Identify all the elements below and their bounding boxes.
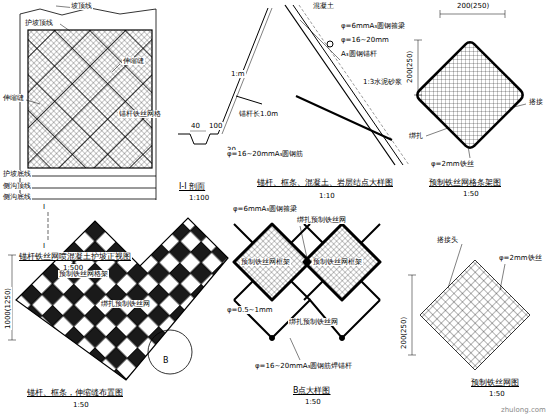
annotation-label: φ=16~20mmA₃圆钢筋焊锚杆 [254, 362, 353, 370]
annotation-label: 1:100 [188, 194, 210, 202]
annotation-label: 绑扎预制铁丝网 [288, 318, 339, 326]
annotation-label: 1:50 [488, 390, 506, 398]
node-detail [285, 5, 409, 165]
layout-plan [8, 218, 228, 380]
annotation-label: I [42, 203, 46, 211]
annotation-label: 1:50 [72, 401, 90, 409]
annotation-label: φ=16~20mmA₃圆钢筋 [226, 150, 304, 158]
view-title: 预制铁丝网格条架图 [428, 178, 502, 187]
annotation-label: 1000(1250) [4, 287, 12, 330]
annotation-label: 1:m [230, 70, 246, 78]
wire-mesh [408, 244, 530, 370]
annotation-label: 绑扎预制铁丝网 [296, 216, 347, 224]
annotation-label: 1:50 [304, 398, 322, 406]
annotation-label: 1:3水泥砂浆 [362, 78, 403, 86]
annotation-label: 1:50 [462, 190, 480, 198]
annotation-label: 预制铁丝网格架 [58, 270, 109, 278]
annotation-label: 绑扎预制铁丝网 [100, 300, 151, 308]
annotation-label: 1:10 [318, 192, 336, 200]
mesh-frame [414, 10, 526, 158]
annotation-label: 预制铁丝网框架 [240, 258, 291, 266]
annotation-label: 搭接 [528, 98, 544, 106]
view-title: 锚杆、框条，伸缩缝布置图 [26, 388, 124, 397]
annotation-label: φ=0.5~1mm [226, 306, 274, 314]
section-view [178, 8, 272, 144]
annotation-label: φ=16~20mm [340, 36, 390, 44]
annotation-label: φ=6mmA₃圆钢箍梁 [232, 205, 298, 213]
annotation-label: 护坡底线 [2, 170, 32, 178]
annotation-label: 200(250) [400, 316, 408, 350]
annotation-label: 混凝土 [312, 2, 335, 10]
annotation-label: 40 [190, 122, 201, 130]
view-title: 预制铁丝网图 [470, 378, 520, 387]
view-title: 锚杆、框条、混凝土、岩层结点大样图 [256, 178, 394, 187]
annotation-label: 伸缩缝 [2, 94, 25, 102]
annotation-label: φ=2mm铁丝 [498, 254, 543, 262]
view-title: I-I 剖面 [178, 182, 206, 191]
annotation-label: 预制铁丝网框架 [312, 258, 363, 266]
annotation-label: 坡顶线 [70, 2, 93, 10]
annotation-label: 侧沟底线 [2, 193, 32, 201]
annotation-label: 侧沟顶线 [2, 182, 32, 190]
annotation-label: zhulong.com [500, 406, 547, 414]
annotation-label: I [42, 242, 46, 250]
annotation-label: 护坡顶线 [24, 19, 54, 27]
annotation-label: 伸缩缝 [122, 57, 145, 65]
annotation-label: 锚杆铁丝网格 [118, 110, 162, 118]
annotation-label: 200(250) [456, 2, 490, 10]
annotation-label: 100 [208, 122, 223, 130]
slope-elevation [20, 6, 156, 240]
annotation-label: B [162, 356, 170, 365]
annotation-label: 锚杆长1.0m [238, 110, 279, 118]
view-title: 锚杆铁丝网喷混凝土护坡正视图 [18, 252, 132, 261]
annotation-label: 搭接头 [436, 236, 459, 244]
annotation-label: φ=2mm铁丝 [430, 160, 475, 168]
b-detail [234, 224, 380, 360]
annotation-label: 200(250) [406, 50, 414, 84]
view-title: B点大样图 [292, 386, 332, 395]
annotation-label: 绑扎 [408, 132, 424, 140]
annotation-label: φ=6mmA₃圆钢箍梁 [340, 22, 406, 30]
annotation-label: A₃圆钢锚杆 [340, 50, 378, 58]
